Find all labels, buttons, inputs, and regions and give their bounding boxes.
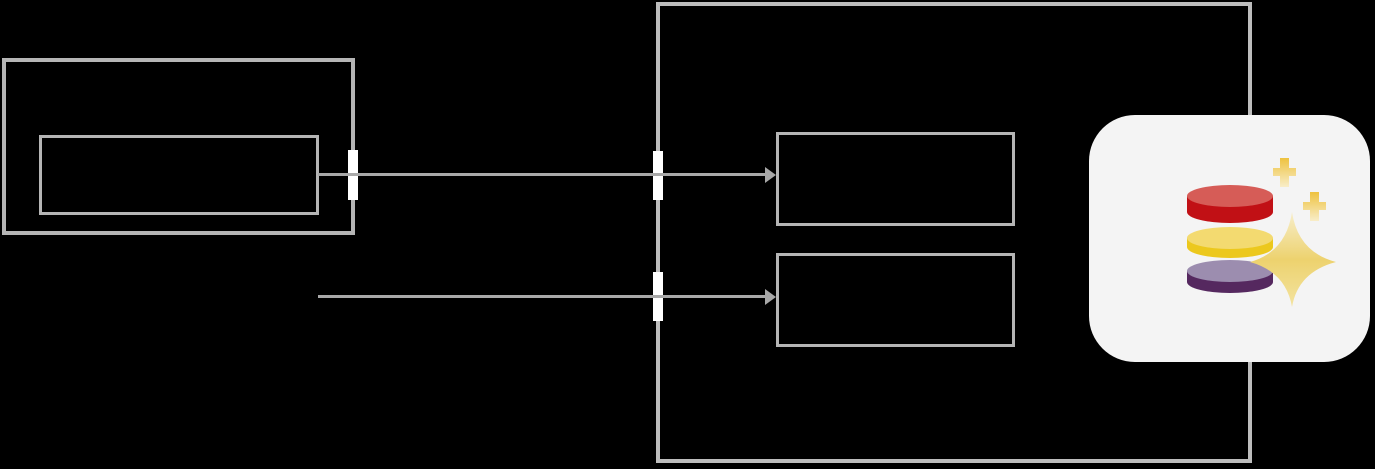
middle-top-box-label <box>779 135 1012 223</box>
arrow-bottom-shaft <box>318 295 765 298</box>
arrow-top-shaft <box>318 173 765 176</box>
arrow-top-head-icon <box>765 167 776 183</box>
inner-left-box-label <box>42 138 316 212</box>
database-sparkle-icon <box>1187 158 1336 307</box>
middle-top-box <box>776 132 1015 226</box>
middle-bottom-box <box>776 253 1015 347</box>
inner-left-box <box>39 135 319 215</box>
db-disc-purple-rim <box>1187 260 1273 282</box>
sparkle-plus-icon-2 <box>1303 192 1326 221</box>
db-disc-red-rim <box>1187 185 1273 207</box>
sparkle-plus-icon-1 <box>1273 158 1296 187</box>
sparkle-star-icon <box>1250 212 1336 307</box>
middle-bottom-box-label <box>779 256 1012 344</box>
database-icon <box>1187 185 1273 293</box>
db-disc-yellow-rim <box>1187 227 1273 249</box>
outer-left-group-box <box>2 58 355 235</box>
database-sparkle-tile <box>1089 115 1370 362</box>
arrow-bottom-head-icon <box>765 289 776 305</box>
